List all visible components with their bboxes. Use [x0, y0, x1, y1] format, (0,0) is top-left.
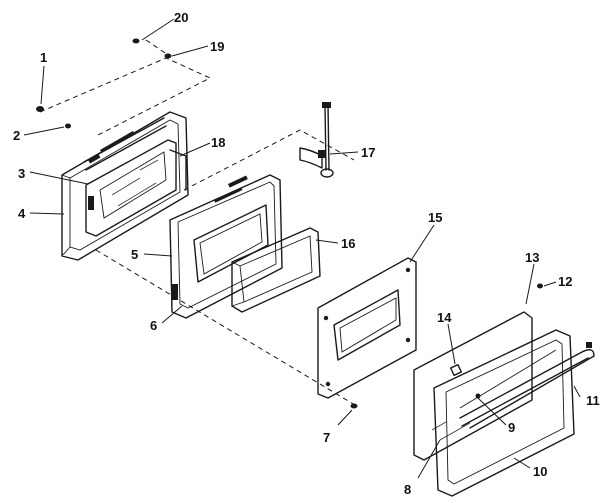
callout-9: 9 [508, 420, 515, 435]
callout-16: 16 [341, 236, 355, 251]
callout-14: 14 [437, 310, 452, 325]
callout-6: 6 [150, 318, 157, 333]
callout-7: 7 [323, 430, 330, 445]
callout-5: 5 [131, 247, 138, 262]
alignment-lines [39, 39, 356, 406]
outer-glass [413, 311, 533, 461]
callout-18: 18 [211, 135, 225, 150]
callout-labels: 1 2 3 4 5 6 7 8 9 10 11 12 13 14 15 16 1… [13, 10, 600, 497]
callout-1: 1 [40, 50, 47, 65]
glass-clip [449, 363, 463, 377]
screws [36, 38, 543, 409]
seal-strip [169, 149, 187, 191]
callout-3: 3 [18, 166, 25, 181]
callout-15: 15 [428, 210, 442, 225]
callout-4: 4 [18, 206, 26, 221]
callout-17: 17 [361, 145, 375, 160]
callout-2: 2 [13, 128, 20, 143]
callout-12: 12 [558, 274, 572, 289]
callout-8: 8 [404, 482, 411, 497]
callout-10: 10 [533, 464, 547, 479]
callout-13: 13 [525, 250, 539, 265]
callout-19: 19 [210, 39, 224, 54]
outer-door-frame [61, 111, 189, 261]
window-frame [231, 227, 321, 313]
inner-liner-panel [317, 257, 417, 399]
callout-11: 11 [586, 393, 600, 408]
front-door-frame [433, 329, 575, 497]
door-hinge [299, 102, 334, 178]
door-handle [459, 342, 595, 429]
callout-20: 20 [174, 10, 188, 25]
inner-glass-panel [85, 139, 177, 237]
leader-lines [23, 18, 581, 479]
door-panel [169, 174, 283, 319]
